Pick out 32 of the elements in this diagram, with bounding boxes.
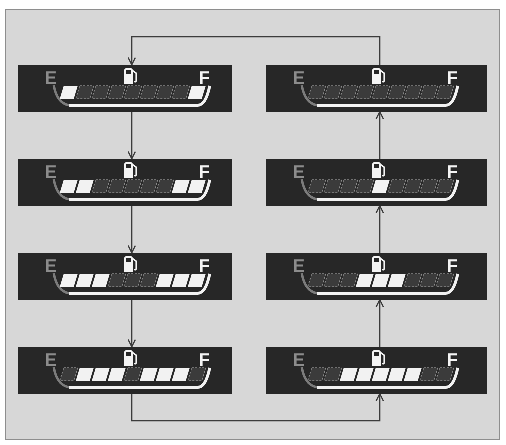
full-mark-letter: F: [199, 163, 210, 181]
gauge-display-panel: [18, 159, 232, 206]
arrow: [376, 205, 384, 253]
full-mark-letter: F: [199, 257, 210, 275]
arrow: [128, 300, 136, 348]
gauge-display-panel: [18, 347, 232, 394]
arrow: [376, 299, 384, 347]
empty-mark-letter: E: [45, 163, 58, 181]
arrow: [128, 206, 136, 254]
gauge-display-panel: [266, 65, 487, 112]
full-mark-letter: F: [447, 351, 458, 369]
full-mark-letter: F: [447, 257, 458, 275]
full-mark-letter: F: [447, 163, 458, 181]
empty-mark-letter: E: [45, 257, 58, 275]
arrow: [128, 112, 136, 160]
empty-mark-letter: E: [45, 69, 58, 87]
full-mark-letter: F: [199, 69, 210, 87]
empty-mark-letter: E: [45, 351, 58, 369]
gauge-display-panel: [266, 159, 487, 206]
full-mark-letter: F: [447, 69, 458, 87]
arrow: [128, 36, 381, 66]
empty-mark-letter: E: [293, 351, 306, 369]
empty-mark-letter: E: [293, 163, 306, 181]
arrow: [131, 393, 384, 422]
gauge-display-panel: [18, 65, 232, 112]
arrow: [376, 111, 384, 159]
gauge-display-panel: [266, 253, 487, 300]
gauge-display-panel: [266, 347, 487, 394]
empty-mark-letter: E: [293, 69, 306, 87]
full-mark-letter: F: [199, 351, 210, 369]
empty-mark-letter: E: [293, 257, 306, 275]
gauge-display-panel: [18, 253, 232, 300]
